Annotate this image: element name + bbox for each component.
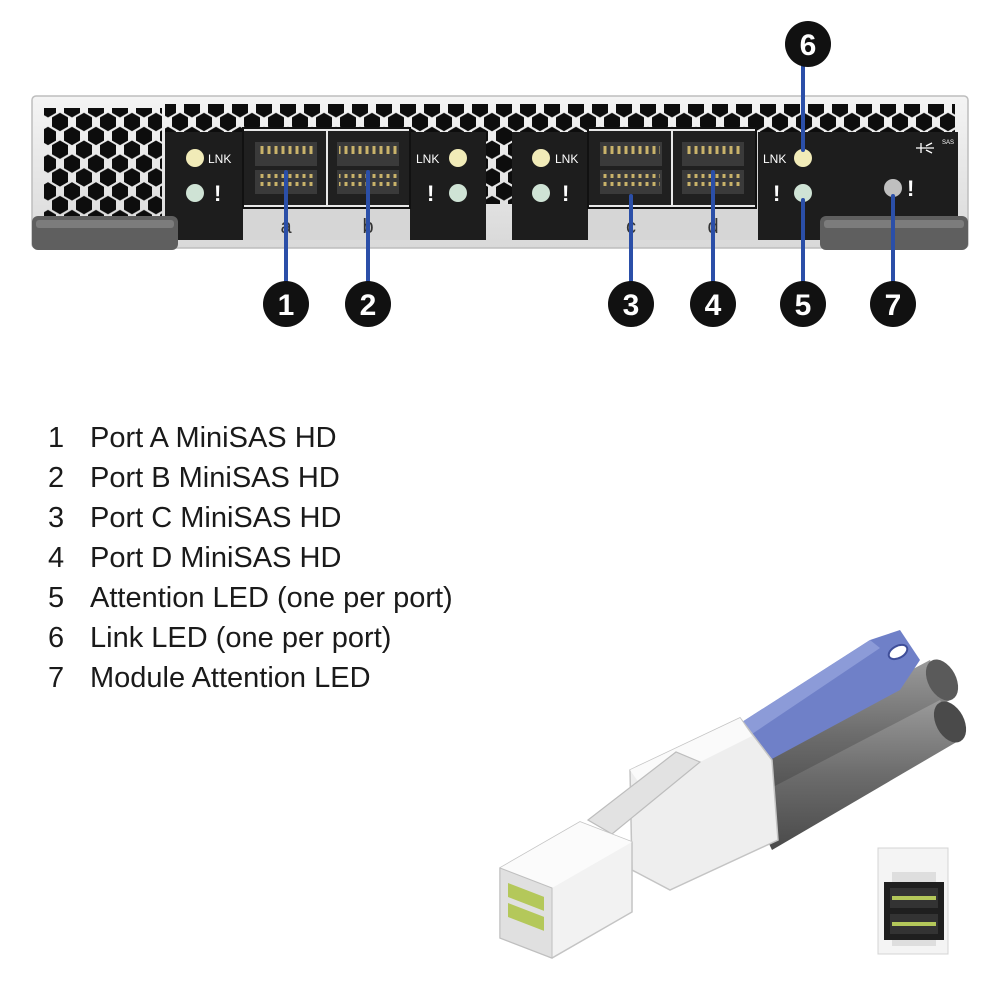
callout-4: 4 bbox=[690, 281, 736, 327]
legend-number: 5 bbox=[48, 582, 65, 614]
legend-number: 6 bbox=[48, 622, 65, 654]
callout-circle-4 bbox=[690, 281, 736, 327]
callout-number-5: 5 bbox=[795, 289, 812, 322]
legend-text: Port A MiniSAS HD bbox=[90, 422, 337, 454]
callout-circle-6 bbox=[785, 21, 831, 67]
link-led-c bbox=[532, 149, 550, 167]
module-attention-mark: ! bbox=[907, 176, 914, 201]
legend-number: 4 bbox=[48, 542, 65, 574]
led-panel-c bbox=[512, 132, 588, 240]
legend-number: 7 bbox=[48, 662, 65, 694]
legend-item-1: 1 Port A MiniSAS HD bbox=[48, 418, 453, 458]
port-cage-frame-cd bbox=[587, 127, 757, 209]
link-led-label-b: LNK bbox=[416, 152, 439, 166]
cable-upper bbox=[742, 660, 950, 810]
callout-5: 5 bbox=[780, 281, 826, 327]
callout-lines bbox=[284, 60, 895, 288]
attention-mark-c: ! bbox=[562, 181, 569, 206]
attention-led-a bbox=[186, 184, 204, 202]
callout-circle-1 bbox=[263, 281, 309, 327]
callout-7: 7 bbox=[870, 281, 916, 327]
sas-connector-icon: SAS bbox=[916, 140, 954, 154]
plug-top bbox=[500, 822, 632, 888]
legend-item-2: 2 Port B MiniSAS HD bbox=[48, 458, 453, 498]
minisas-receptacle-thumbnail bbox=[877, 847, 949, 955]
callout-legend: 1 Port A MiniSAS HD 2 Port B MiniSAS HD … bbox=[48, 418, 453, 698]
link-led-label-d: LNK bbox=[763, 152, 786, 166]
sas-mark: SAS bbox=[942, 140, 954, 146]
callout-6: 6 bbox=[785, 21, 831, 67]
callout-1: 1 bbox=[263, 281, 309, 327]
led-panel-b bbox=[410, 132, 486, 240]
legend-item-4: 4 Port D MiniSAS HD bbox=[48, 538, 453, 578]
legend-text: Link LED (one per port) bbox=[90, 622, 392, 654]
receptacle-contacts-lower bbox=[892, 922, 936, 926]
legend-text: Attention LED (one per port) bbox=[90, 582, 453, 614]
callout-number-6: 6 bbox=[800, 29, 817, 62]
link-led-d bbox=[794, 149, 812, 167]
callout-circle-3 bbox=[608, 281, 654, 327]
legend-item-7: 7 Module Attention LED bbox=[48, 658, 453, 698]
legend-item-6: 6 Link LED (one per port) bbox=[48, 618, 453, 658]
callout-number-4: 4 bbox=[705, 289, 722, 322]
io-module: a b c d LNK ! LNK ! LNK ! LNK ! ! SAS bbox=[31, 95, 969, 250]
attention-mark-d: ! bbox=[773, 181, 780, 206]
legend-item-5: 5 Attention LED (one per port) bbox=[48, 578, 453, 618]
attention-mark-b: ! bbox=[427, 181, 434, 206]
callout-number-1: 1 bbox=[278, 289, 295, 322]
left-handle-highlight bbox=[36, 220, 174, 228]
cable-lower bbox=[748, 700, 960, 850]
pull-tab-hole bbox=[887, 643, 909, 661]
legend-number: 1 bbox=[48, 422, 65, 454]
callout-number-2: 2 bbox=[360, 289, 377, 322]
port-c-minisas[interactable] bbox=[587, 129, 673, 207]
port-cage-frame-ab bbox=[242, 127, 411, 209]
plug-contacts-lower bbox=[508, 903, 544, 931]
pull-tab[interactable] bbox=[742, 630, 920, 760]
legend-number: 2 bbox=[48, 462, 65, 494]
cable-upper-end bbox=[925, 659, 959, 701]
cable-lower-end bbox=[933, 701, 967, 743]
callout-circle-5 bbox=[780, 281, 826, 327]
legend-text: Port D MiniSAS HD bbox=[90, 542, 342, 574]
callout-circle-7 bbox=[870, 281, 916, 327]
legend-item-3: 3 Port C MiniSAS HD bbox=[48, 498, 453, 538]
callout-2: 2 bbox=[345, 281, 391, 327]
left-vent bbox=[44, 108, 162, 216]
link-led-b bbox=[449, 149, 467, 167]
link-led-label-a: LNK bbox=[208, 152, 231, 166]
attention-led-b bbox=[449, 184, 467, 202]
callout-3: 3 bbox=[608, 281, 654, 327]
callout-number-3: 3 bbox=[623, 289, 640, 322]
link-led-a bbox=[186, 149, 204, 167]
callout-circle-2 bbox=[345, 281, 391, 327]
plug-contacts-upper bbox=[508, 883, 544, 911]
center-vent bbox=[484, 128, 512, 204]
attention-led-c bbox=[532, 184, 550, 202]
legend-number: 3 bbox=[48, 502, 65, 534]
legend-text: Port C MiniSAS HD bbox=[90, 502, 342, 534]
attention-led-d bbox=[794, 184, 812, 202]
module-attention-led bbox=[884, 179, 902, 197]
minisas-cable-illustration bbox=[499, 630, 967, 959]
connector-latch bbox=[586, 751, 702, 835]
callout-number-7: 7 bbox=[885, 289, 902, 322]
link-led-label-c: LNK bbox=[555, 152, 578, 166]
receptacle-contacts-upper bbox=[892, 896, 936, 900]
legend-text: Module Attention LED bbox=[90, 662, 371, 694]
attention-mark-a: ! bbox=[214, 181, 221, 206]
pull-tab-highlight bbox=[742, 640, 880, 734]
legend-text: Port B MiniSAS HD bbox=[90, 462, 340, 494]
